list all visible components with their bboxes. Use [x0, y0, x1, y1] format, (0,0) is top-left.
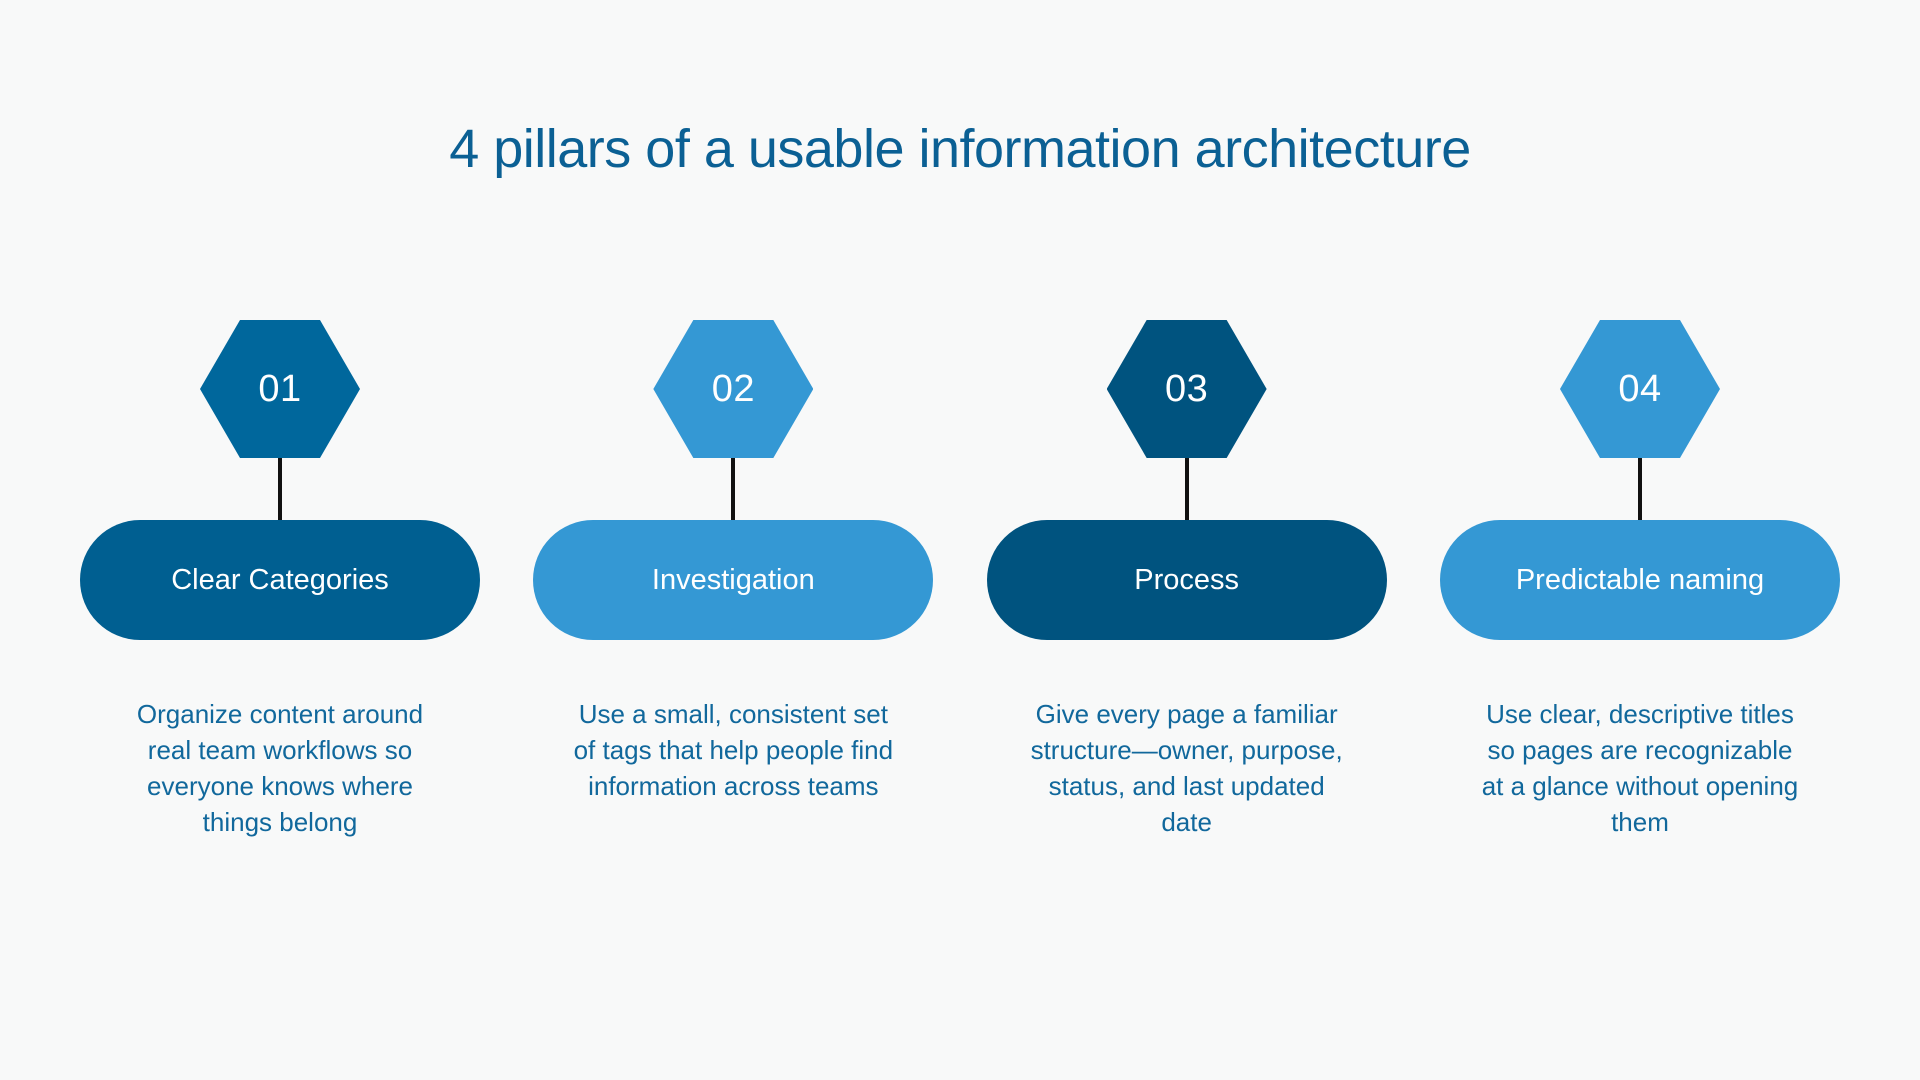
- connector-line-03: [1184, 458, 1189, 520]
- pill-02[interactable]: Investigation: [533, 520, 934, 640]
- connector-line-01: [278, 458, 282, 520]
- hexagon-number-03: 03: [1165, 368, 1209, 410]
- pill-label-01: Clear Categories: [171, 563, 389, 596]
- description-01: Organize content around real team workfl…: [136, 699, 424, 837]
- hexagon-badge-02: 02: [653, 320, 814, 458]
- pill-04[interactable]: Predictable naming: [1439, 520, 1840, 640]
- pill-label-04: Predictable naming: [1515, 563, 1765, 596]
- pill-01[interactable]: Clear Categories: [80, 520, 480, 640]
- pill-03[interactable]: Process: [986, 520, 1387, 640]
- hexagon-number-04: 04: [1618, 368, 1662, 410]
- hexagon-number-02: 02: [711, 368, 755, 410]
- description-02: Use a small, consistent set of tags that…: [573, 699, 894, 801]
- hexagon-shape-icon: [653, 320, 814, 458]
- pill-label-02: Investigation: [651, 563, 815, 596]
- hexagon-badge-04: 04: [1559, 320, 1720, 458]
- hexagon-badge-01: 01: [200, 320, 360, 458]
- pill-label-03: Process: [1134, 563, 1240, 596]
- pillar-02: 02 Investigation Use a small, consistent…: [533, 320, 934, 805]
- hexagon-number-01: 01: [258, 368, 302, 410]
- pillars-row: 01 Clear Categories Organize content aro…: [80, 320, 1840, 841]
- page-title: 4 pillars of a usable information archit…: [449, 119, 1471, 179]
- connector-line-02: [731, 458, 736, 520]
- connector-line-04: [1637, 458, 1642, 520]
- pillar-04: 04 Predictable naming Use clear, descrip…: [1439, 320, 1840, 841]
- pillar-03: 03 Process Give every page a familiar st…: [986, 320, 1387, 841]
- description-04: Use clear, descriptive titles so pages a…: [1481, 699, 1799, 837]
- description-03: Give every page a familiar structure—own…: [1030, 699, 1343, 837]
- pillar-01: 01 Clear Categories Organize content aro…: [80, 320, 480, 841]
- hexagon-badge-03: 03: [1106, 320, 1267, 458]
